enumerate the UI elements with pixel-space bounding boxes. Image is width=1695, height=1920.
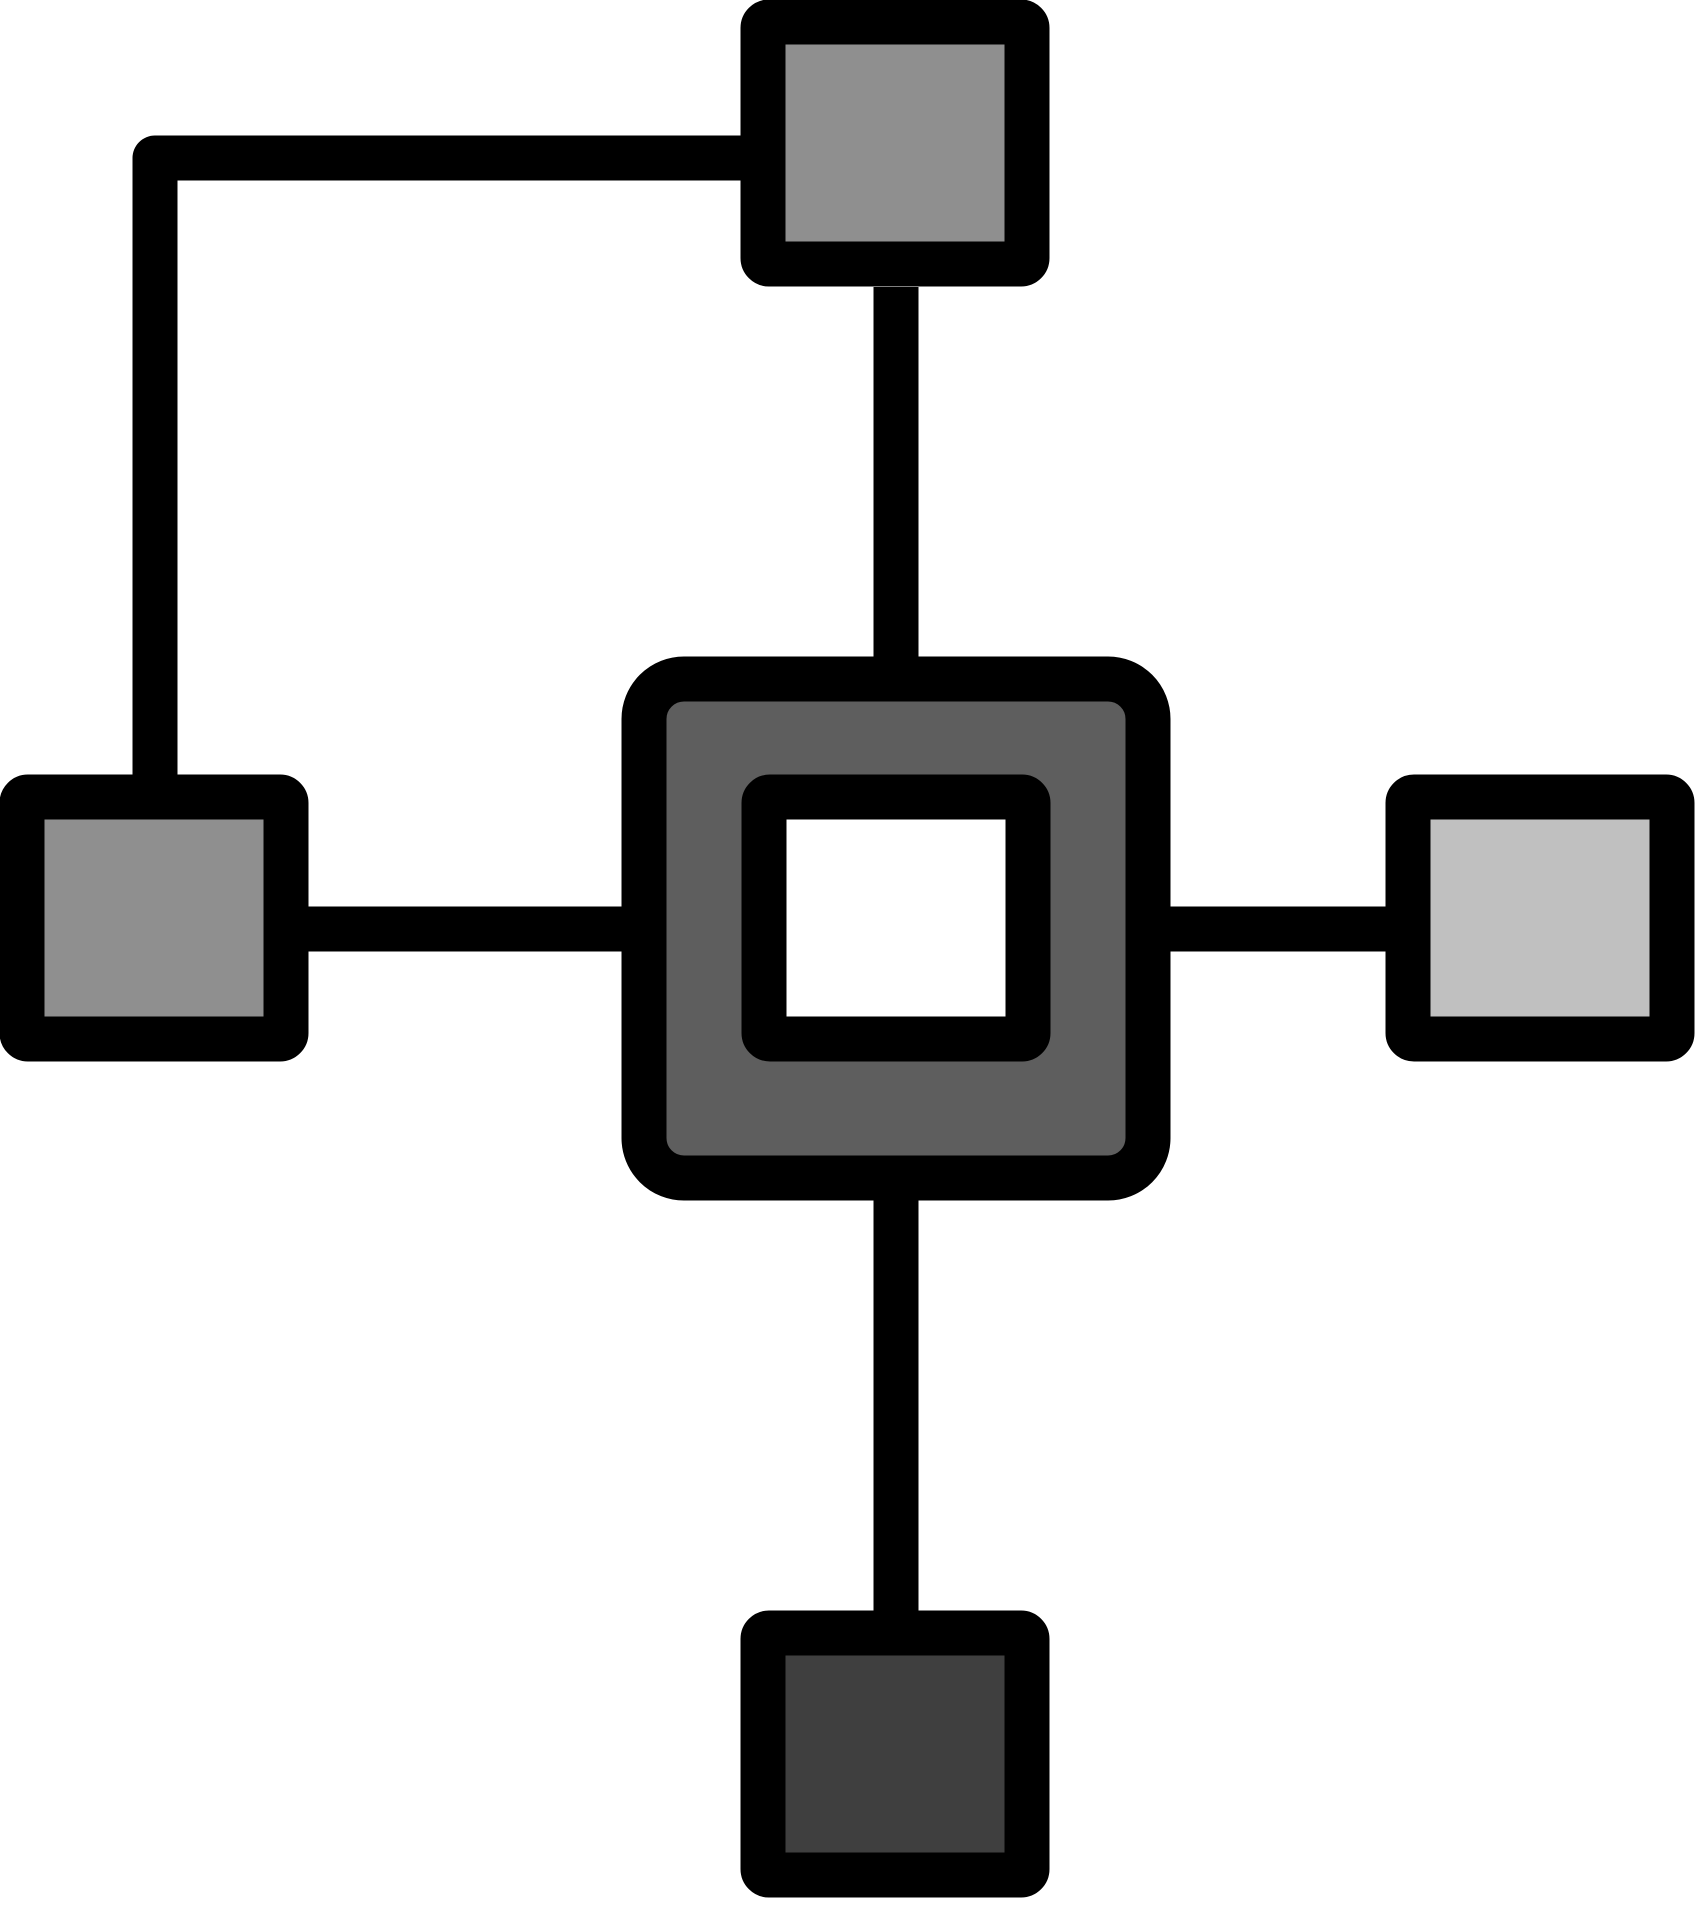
top-node [740,0,1050,287]
left-node [0,774,309,1062]
center-hub [621,656,1171,1201]
bottom-node-box [740,1610,1050,1898]
right-node [1385,774,1695,1062]
connector-lines [132,135,1408,1632]
left-node-box [0,774,309,1062]
top-left-connector [132,135,752,797]
bottom-node [740,1610,1050,1898]
center-hub-inner [741,774,1051,1062]
top-node-box [740,0,1050,287]
right-node-box [1385,774,1695,1062]
